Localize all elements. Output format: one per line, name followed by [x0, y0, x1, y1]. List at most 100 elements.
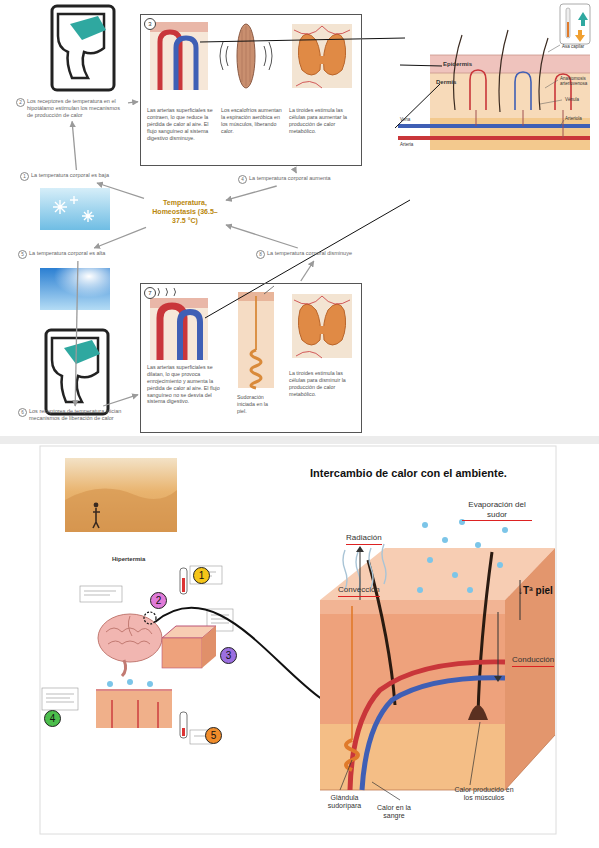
skin-block — [497, 562, 503, 568]
cycle-arrow — [72, 121, 76, 170]
skin-block — [422, 522, 428, 528]
brain — [144, 612, 156, 624]
text-label: Calor en la sangre — [374, 804, 414, 821]
number-text: 7 — [148, 290, 151, 296]
small-note-box — [42, 688, 78, 710]
brain — [106, 616, 152, 644]
box-text: La tiroides estimula las células para au… — [289, 107, 359, 135]
skin-block — [320, 519, 555, 800]
cold-panel — [40, 188, 110, 230]
text-label: Radiación — [346, 533, 382, 545]
skin-section — [398, 136, 590, 140]
step-number: 6 — [18, 408, 27, 417]
cold-panel — [53, 196, 94, 222]
vessel-constriction — [176, 38, 196, 90]
skin-section — [476, 110, 563, 138]
callout-number: 2 — [150, 592, 167, 609]
text-label: Arteriola — [565, 116, 582, 121]
step-number: 1 — [20, 172, 29, 181]
skin-block — [467, 587, 473, 593]
desert-photo — [65, 458, 177, 532]
text-label: Hipertermia — [112, 556, 145, 563]
skin-block — [498, 612, 499, 680]
skin-section — [470, 70, 486, 110]
thermometer-icon — [567, 22, 569, 37]
cycle-arrow — [226, 225, 298, 248]
skin-section — [395, 65, 442, 128]
section-separator — [40, 446, 556, 834]
step-number: 5 — [18, 250, 27, 259]
callout-number: 4 — [44, 710, 61, 727]
box-text: La tiroides estimula las células para di… — [289, 370, 359, 398]
thermometer-icon — [560, 4, 590, 44]
small-skin-block — [147, 681, 153, 687]
step-number: 8 — [256, 250, 265, 259]
text-label: Arteria — [400, 142, 413, 147]
process-box: Las arterias superficiales se contraen, … — [140, 14, 362, 166]
callout-number: 5 — [205, 727, 222, 744]
sweat-gland — [255, 296, 257, 350]
step-text: 6Los receptores de temperatura inician m… — [18, 408, 132, 422]
number-text: 2 — [156, 595, 162, 606]
cycle-arrow — [294, 168, 297, 173]
step-text: 8La temperatura corporal disminuye — [256, 250, 380, 259]
skin-block — [417, 587, 423, 593]
small-skin-block — [162, 638, 202, 668]
step-description: Los receptores de temperatura en el hipo… — [27, 98, 126, 119]
skin-block — [442, 537, 448, 543]
center-text: Temperatura, Homeostasis (36.5–37.5 °C) — [152, 199, 217, 224]
section-separator — [0, 436, 599, 444]
thermometer-icon — [566, 8, 570, 38]
leader-line — [205, 200, 410, 318]
cycle-arrow — [226, 186, 277, 200]
text-label: Calor producido en los músculos — [452, 786, 516, 803]
number-text: 3 — [226, 650, 232, 661]
heat-panel — [40, 268, 110, 310]
text-label: Anastomosis arteriovenosa — [560, 76, 598, 87]
skin-block — [478, 552, 492, 715]
text-label: Asa capilar — [562, 44, 598, 49]
skin-block — [356, 546, 364, 552]
box-text: Sudoración iniciada en la piel. — [237, 394, 279, 415]
muscle-shiver — [220, 42, 272, 70]
small-skin-block — [96, 690, 172, 728]
vessel-dilation — [158, 288, 176, 296]
skin-block — [320, 600, 505, 614]
step-number: 2 — [16, 98, 25, 107]
step-number: 7 — [144, 287, 156, 299]
cycle-arrow — [94, 227, 146, 248]
thermometer — [180, 568, 187, 594]
process-box: Las arterias superficiales se dilatan, l… — [140, 283, 362, 433]
thermometer-icon — [560, 4, 590, 44]
step-text: 4La temperatura corporal aumenta — [238, 175, 362, 184]
small-skin-block — [96, 626, 216, 728]
skin-block — [502, 527, 508, 533]
hypothalamus-icon — [70, 16, 106, 40]
hypothalamus-icon — [46, 330, 108, 414]
skin-block — [346, 740, 358, 770]
small-skin-block — [202, 626, 216, 668]
section-separator — [0, 436, 599, 834]
cycle-arrow — [103, 395, 138, 406]
box-text: Las arterias superficiales se contraen, … — [147, 107, 219, 141]
step-description: La temperatura corporal disminuye — [267, 250, 352, 257]
step-description: La temperatura corporal es alta — [29, 250, 105, 257]
text-label: Evaporación del sudor — [462, 500, 532, 521]
small-note-box — [80, 586, 122, 602]
text-label: Vénula — [565, 97, 579, 102]
heat-panel — [40, 268, 110, 310]
skin-block — [505, 548, 555, 790]
thermometer — [180, 712, 187, 738]
thermometer — [182, 578, 185, 592]
text-label: Epidermis — [443, 61, 472, 68]
muscle-shiver — [237, 24, 255, 88]
cycle-arrow — [301, 261, 314, 281]
brain — [98, 614, 162, 662]
text-label: Glándula sudorípara — [322, 794, 367, 811]
skin-block — [475, 542, 481, 548]
cycle-arrow — [75, 261, 78, 406]
vessel-dilation — [150, 288, 208, 360]
